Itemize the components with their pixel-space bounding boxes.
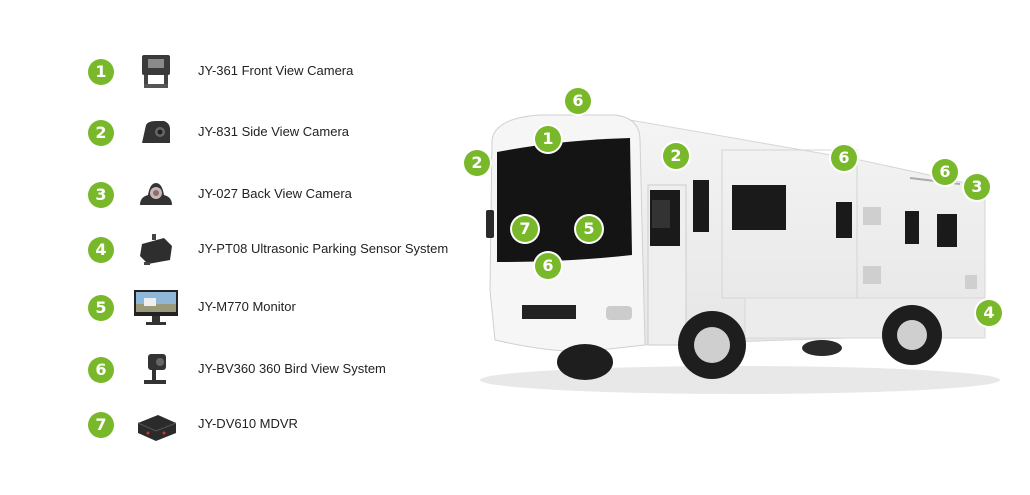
legend-label: JY-831 Side View Camera — [198, 124, 350, 139]
legend-label: JY-PT08 Ultrasonic Parking Sensor System — [198, 241, 449, 256]
number-badge: 7 — [88, 412, 114, 438]
legend-item-parking-sensor: 4 JY-PT08 Ultrasonic Parking Sensor Syst… — [88, 230, 448, 270]
number-badge: 1 — [88, 59, 114, 85]
number-badge: 2 — [88, 120, 114, 146]
legend-label: JY-DV610 MDVR — [198, 416, 298, 431]
marker-mdvr: 7 — [512, 216, 538, 242]
legend-label: JY-361 Front View Camera — [198, 63, 354, 78]
legend-label: JY-M770 Monitor — [198, 299, 296, 314]
legend-item-bird-view: 6 JY-BV360 360 Bird View System — [88, 350, 448, 390]
bird-view-camera-icon — [144, 354, 166, 384]
legend-item-back-camera: 3 JY-027 Back View Camera — [88, 175, 448, 215]
legend-item-mdvr: 7 JY-DV610 MDVR — [88, 405, 448, 445]
marker-side-camera: 2 — [663, 143, 689, 169]
marker-bird-view: 6 — [932, 159, 958, 185]
parking-sensor-icon — [140, 234, 172, 265]
side-camera-icon — [142, 121, 170, 143]
legend-item-monitor: 5 JY-M770 Monitor — [88, 288, 448, 328]
number-badge: 6 — [88, 357, 114, 383]
legend-item-front-camera: 1 JY-361 Front View Camera — [88, 52, 448, 92]
rv-illustration — [480, 114, 1000, 394]
marker-monitor: 5 — [576, 216, 602, 242]
front-camera-icon — [142, 55, 170, 88]
legend-label: JY-027 Back View Camera — [198, 186, 352, 201]
number-badge: 4 — [88, 237, 114, 263]
marker-parking-sensor: 4 — [976, 300, 1002, 326]
monitor-icon — [134, 290, 178, 325]
marker-bird-view: 6 — [535, 253, 561, 279]
back-camera-icon — [140, 183, 172, 205]
legend-item-side-camera: 2 JY-831 Side View Camera — [88, 113, 448, 153]
marker-bird-view: 6 — [831, 145, 857, 171]
marker-back-camera: 3 — [964, 174, 990, 200]
number-badge: 5 — [88, 295, 114, 321]
marker-front-camera: 1 — [535, 126, 561, 152]
legend-label: JY-BV360 360 Bird View System — [198, 361, 386, 376]
marker-bird-view: 6 — [565, 88, 591, 114]
marker-side-camera: 2 — [464, 150, 490, 176]
mdvr-icon — [137, 415, 177, 441]
number-badge: 3 — [88, 182, 114, 208]
